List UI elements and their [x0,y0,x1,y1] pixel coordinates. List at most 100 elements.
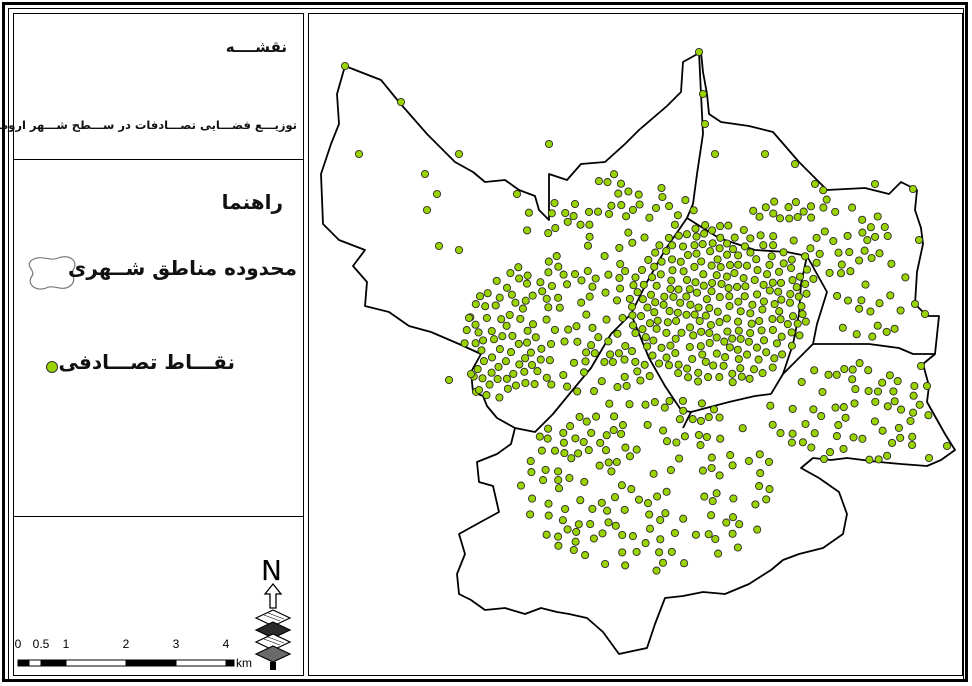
accident-point [542,530,551,539]
accident-point [924,411,933,420]
accident-point [809,405,818,414]
accident-point [787,438,796,447]
accident-point [523,226,532,235]
district-line [514,217,688,433]
accident-point [579,437,588,447]
accident-point [701,311,710,320]
accident-point [536,278,545,287]
accident-point [559,428,568,437]
accident-point [616,259,625,269]
accident-point [607,467,616,476]
accident-point [690,262,699,271]
accident-point [475,292,485,301]
accident-point [689,206,698,215]
accident-point [544,268,553,277]
scale-label: 1 [63,637,70,651]
accident-point [521,378,530,388]
accident-point [628,205,637,214]
accident-point [574,449,583,458]
accident-point [643,499,653,508]
accident-point [888,438,897,447]
accident-point [697,399,706,408]
accident-point [890,324,899,333]
accident-point [515,360,524,369]
accident-point [700,492,709,501]
accident-point [734,326,743,335]
accident-point [871,397,880,406]
accident-point [843,231,852,240]
accident-point [679,267,688,276]
accident-point [644,255,653,264]
accident-point [674,360,683,369]
accident-point [494,362,503,371]
accident-point [712,489,721,498]
accident-point [501,357,510,366]
accident-point [620,505,629,514]
accident-point [555,303,564,312]
accident-point [670,220,679,229]
accident-point [625,400,634,409]
accident-point [664,361,674,370]
accident-point [682,310,691,319]
accident-point [502,283,512,292]
accident-point [610,493,620,502]
accident-point [698,89,708,99]
accident-point [582,310,591,319]
accident-point [652,566,661,575]
accident-point [633,288,642,297]
accident-point [778,350,787,359]
accident-point [683,364,692,373]
accident-point [794,292,803,301]
accident-point [753,525,762,534]
accident-point [769,209,778,218]
accident-point [562,280,572,289]
accident-point [590,349,599,358]
accident-point [569,545,578,555]
accident-point [831,207,840,216]
accident-point [746,248,755,257]
accident-point [680,432,689,441]
accident-point [819,186,828,195]
accident-point [547,209,556,218]
accident-point [883,402,892,411]
accident-point [658,558,668,567]
accident-point [894,423,903,432]
accident-point [604,337,613,346]
accident-point [901,273,910,282]
accident-point [870,179,880,189]
accident-point [716,263,725,272]
accident-point [867,253,876,263]
accident-point [707,287,716,296]
accident-point [707,463,716,473]
accident-point [673,308,682,317]
scale-unit: km [236,656,252,670]
accident-point [544,499,553,508]
accident-point [725,343,734,352]
accident-point [544,511,553,520]
accident-point [677,328,686,337]
accident-point [692,232,701,241]
accident-point [672,316,681,325]
accident-point [685,285,694,294]
accident-point [558,516,567,525]
accident-point [526,510,535,519]
accident-point [479,357,488,366]
legend-heading: راهنما [221,190,283,214]
accident-point [502,321,511,330]
accident-point [788,429,797,438]
accident-point [702,295,711,304]
accident-point [801,419,810,429]
accident-point [651,298,660,307]
accident-point [604,209,614,219]
accident-point [622,381,631,390]
accident-point [616,284,625,293]
accident-point [818,387,827,397]
accident-point [653,316,662,325]
accident-point [705,304,714,313]
accident-point [478,374,487,383]
accident-point [640,360,649,369]
accident-point [655,548,664,557]
accident-point [665,202,674,211]
accident-point [798,310,807,319]
accident-point [637,265,647,275]
